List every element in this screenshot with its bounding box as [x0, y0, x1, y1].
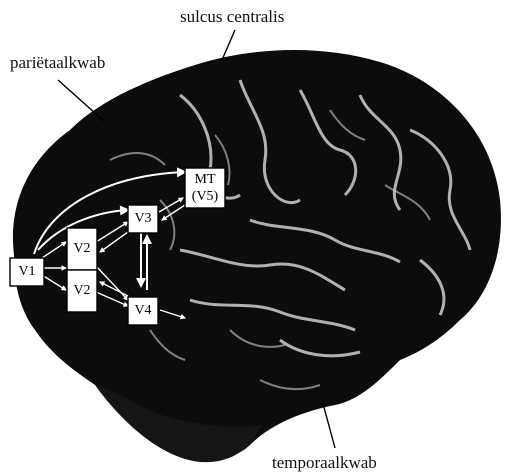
area-v2-upper: V2	[67, 228, 97, 270]
area-v2-upper-label: V2	[73, 241, 90, 256]
temporal-lobe-label: temporaalkwab	[272, 453, 377, 472]
area-v4: V4	[128, 297, 158, 325]
parietal-leader-line	[58, 80, 105, 122]
area-mt-sublabel: (V5)	[192, 189, 219, 204]
area-v1-label: V1	[18, 264, 35, 279]
area-v3-label: V3	[134, 211, 151, 226]
parietal-lobe-label: pariëtaalkwab	[10, 53, 105, 72]
area-v3: V3	[128, 205, 158, 233]
area-v2-lower-label: V2	[73, 283, 90, 298]
sulcus-leader-line	[222, 30, 235, 60]
area-v4-label: V4	[134, 303, 151, 318]
temporal-leader-line	[322, 400, 335, 448]
sulcus-centralis-label: sulcus centralis	[180, 7, 284, 26]
area-mt: MT (V5)	[185, 168, 225, 208]
area-mt-label: MT	[195, 172, 216, 187]
area-v1: V1	[10, 258, 44, 286]
area-v2-lower: V2	[67, 270, 97, 312]
